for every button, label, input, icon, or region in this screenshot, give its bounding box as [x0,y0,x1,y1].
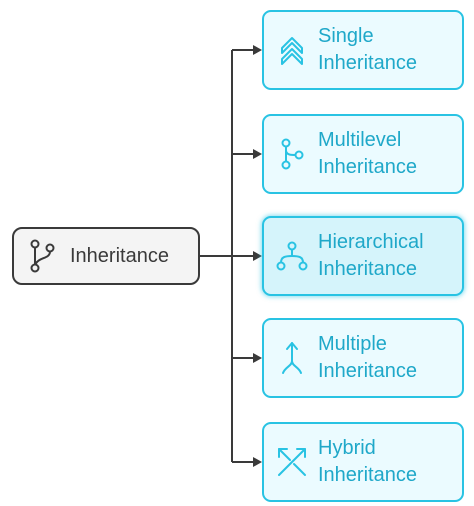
node-title-line1: Hybrid [318,437,376,459]
branch-nodes-icon [274,132,310,176]
root-label: Inheritance [70,244,169,267]
node-multiple-inheritance: Multiple Inheritance [262,318,464,398]
node-title-line2: Inheritance [318,258,417,280]
node-hybrid-inheritance: Hybrid Inheritance [262,422,464,502]
merge-arrow-up-icon [274,336,310,380]
arrowhead-multiple [253,353,262,363]
node-title-line2: Inheritance [318,52,417,74]
root-node-inheritance: Inheritance [12,227,200,285]
arrowhead-single [253,45,262,55]
arrowhead-multilevel [253,149,262,159]
node-hierarchical-inheritance: Hierarchical Inheritance [262,216,464,296]
arrowhead-hybrid [253,457,262,467]
arrowhead-hierarchical [253,251,262,261]
diagonal-arrows-icon [274,440,310,484]
hierarchy-tree-icon [274,234,310,278]
branch-icon [28,236,58,276]
node-multilevel-inheritance: Multilevel Inheritance [262,114,464,194]
node-title-line1: Hierarchical [318,231,424,253]
double-chevron-up-icon [274,28,310,72]
node-title-line2: Inheritance [318,156,417,178]
node-title-line1: Single [318,25,374,47]
node-title-line1: Multilevel [318,129,402,151]
node-title-line2: Inheritance [318,464,417,486]
node-single-inheritance: Single Inheritance [262,10,464,90]
node-title-line1: Multiple [318,333,387,355]
node-title-line2: Inheritance [318,360,417,382]
